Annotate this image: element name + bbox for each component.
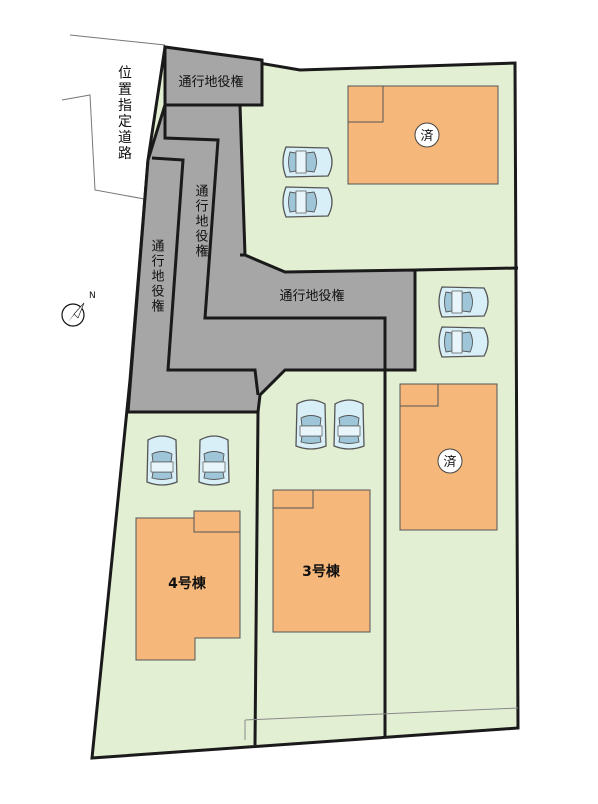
car-4-1 bbox=[146, 435, 178, 486]
lot-4-label: 4号棟 bbox=[168, 575, 207, 592]
easement-divider-2 bbox=[163, 105, 387, 370]
car-3-1 bbox=[295, 399, 327, 450]
svg-text:済: 済 bbox=[443, 454, 456, 470]
svg-text:済: 済 bbox=[420, 128, 433, 144]
car-north-1 bbox=[283, 147, 332, 177]
road-label: 位置指定道路 bbox=[118, 66, 132, 163]
lot-divider-d bbox=[253, 411, 260, 746]
house-4 bbox=[135, 510, 241, 661]
road-edge-side bbox=[61, 94, 151, 201]
car-east-1 bbox=[439, 287, 488, 317]
car-4-2 bbox=[198, 435, 230, 486]
north-lot-sold-badge: 済 bbox=[414, 122, 440, 148]
car-3-2 bbox=[333, 399, 365, 450]
easement-label-middle: 通行地役権 bbox=[279, 288, 344, 304]
house-3 bbox=[272, 489, 371, 633]
lot-divider-b bbox=[414, 266, 519, 272]
compass: N bbox=[61, 291, 96, 327]
car-north-2 bbox=[283, 187, 332, 217]
easement-divider-3 bbox=[151, 156, 260, 396]
easement-label-left-vertical: 通行地役権 bbox=[151, 240, 164, 315]
setback-line bbox=[244, 707, 519, 721]
lot-3-label: 3号棟 bbox=[302, 563, 341, 580]
compass-north-label: N bbox=[89, 291, 96, 301]
road-edge-top bbox=[69, 34, 166, 46]
easement-label-top: 通行地役権 bbox=[178, 74, 243, 90]
car-east-2 bbox=[439, 327, 488, 357]
east-lot-sold-badge: 済 bbox=[437, 448, 463, 474]
easement-label-upper-diagonal: 通行地役権 bbox=[195, 185, 208, 260]
